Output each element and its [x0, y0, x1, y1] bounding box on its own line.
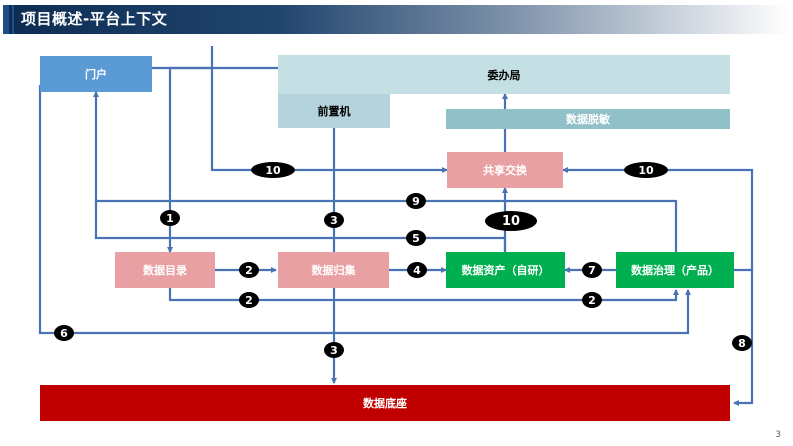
- marker-3-a: [324, 212, 344, 228]
- marker-text: 9: [412, 195, 420, 208]
- marker-text: 2: [588, 294, 596, 307]
- marker-10-b: [624, 162, 668, 178]
- marker-6: [54, 325, 74, 341]
- marker-text: 6: [60, 327, 68, 340]
- marker-10-c: [485, 211, 537, 231]
- marker-text: 8: [738, 337, 746, 350]
- marker-5: [406, 230, 426, 246]
- marker-1: [160, 210, 180, 226]
- page-number: 3: [775, 430, 781, 440]
- marker-2-c: [582, 292, 602, 308]
- marker-3-b: [324, 342, 344, 358]
- node-assets-label: 数据资产（自研）: [461, 264, 550, 277]
- node-assets: 数据资产（自研）: [446, 252, 565, 288]
- marker-4: [407, 262, 427, 278]
- node-exchange-label: 共享交换: [483, 164, 527, 177]
- node-committee-label: 委办局: [487, 68, 521, 82]
- title-stripe-thin: [12, 5, 14, 34]
- edge-5: [94, 201, 507, 252]
- node-portal-label: 门户: [85, 68, 107, 81]
- marker-text: 2: [245, 294, 253, 307]
- marker-text: 7: [588, 264, 596, 277]
- node-catalog: 数据目录: [115, 252, 215, 288]
- edge-9: [93, 91, 678, 252]
- marker-text: 2: [245, 264, 253, 277]
- node-governance: 数据治理（产品）: [616, 252, 734, 288]
- marker-10-a: [251, 162, 295, 178]
- node-collection-label: 数据归集: [311, 264, 356, 277]
- edge-1-to-catalog: [167, 66, 278, 253]
- node-base-label: 数据底座: [363, 397, 407, 410]
- marker-text: 10: [502, 214, 520, 229]
- node-desensitize-label: 数据脱敏: [566, 113, 610, 126]
- page-title: 项目概述-平台上下文: [21, 10, 168, 28]
- title-stripe: [3, 5, 9, 34]
- marker-text: 3: [330, 214, 338, 227]
- marker-text: 3: [330, 344, 338, 357]
- marker-text: 5: [412, 232, 420, 245]
- marker-text: 4: [413, 264, 421, 277]
- edge-6: [38, 85, 691, 335]
- node-desensitize: 数据脱敏: [446, 109, 730, 129]
- marker-8: [732, 335, 752, 351]
- edge-8: [733, 270, 754, 406]
- node-portal: 门户: [40, 56, 152, 92]
- marker-2-a: [239, 262, 259, 278]
- node-collection: 数据归集: [278, 252, 389, 288]
- marker-2-b: [239, 292, 259, 308]
- marker-text: 1: [166, 212, 174, 225]
- markers: 10 10 9 1 3 10 5 2 4 7 2 2 6 8 3: [54, 162, 752, 358]
- node-committee: 委办局: [278, 55, 730, 94]
- marker-text: 10: [638, 164, 654, 177]
- node-catalog-label: 数据目录: [143, 264, 187, 277]
- node-exchange: 共享交换: [447, 152, 563, 188]
- marker-9: [406, 193, 426, 209]
- node-front-machine-label: 前置机: [317, 105, 351, 118]
- marker-text: 10: [265, 164, 281, 177]
- node-front-machine: 前置机: [278, 94, 390, 128]
- marker-7: [582, 262, 602, 278]
- edge-2-lower: [168, 288, 679, 302]
- title-bar: 项目概述-平台上下文: [3, 5, 790, 34]
- node-base: 数据底座: [40, 385, 730, 421]
- node-governance-label: 数据治理（产品）: [631, 264, 719, 277]
